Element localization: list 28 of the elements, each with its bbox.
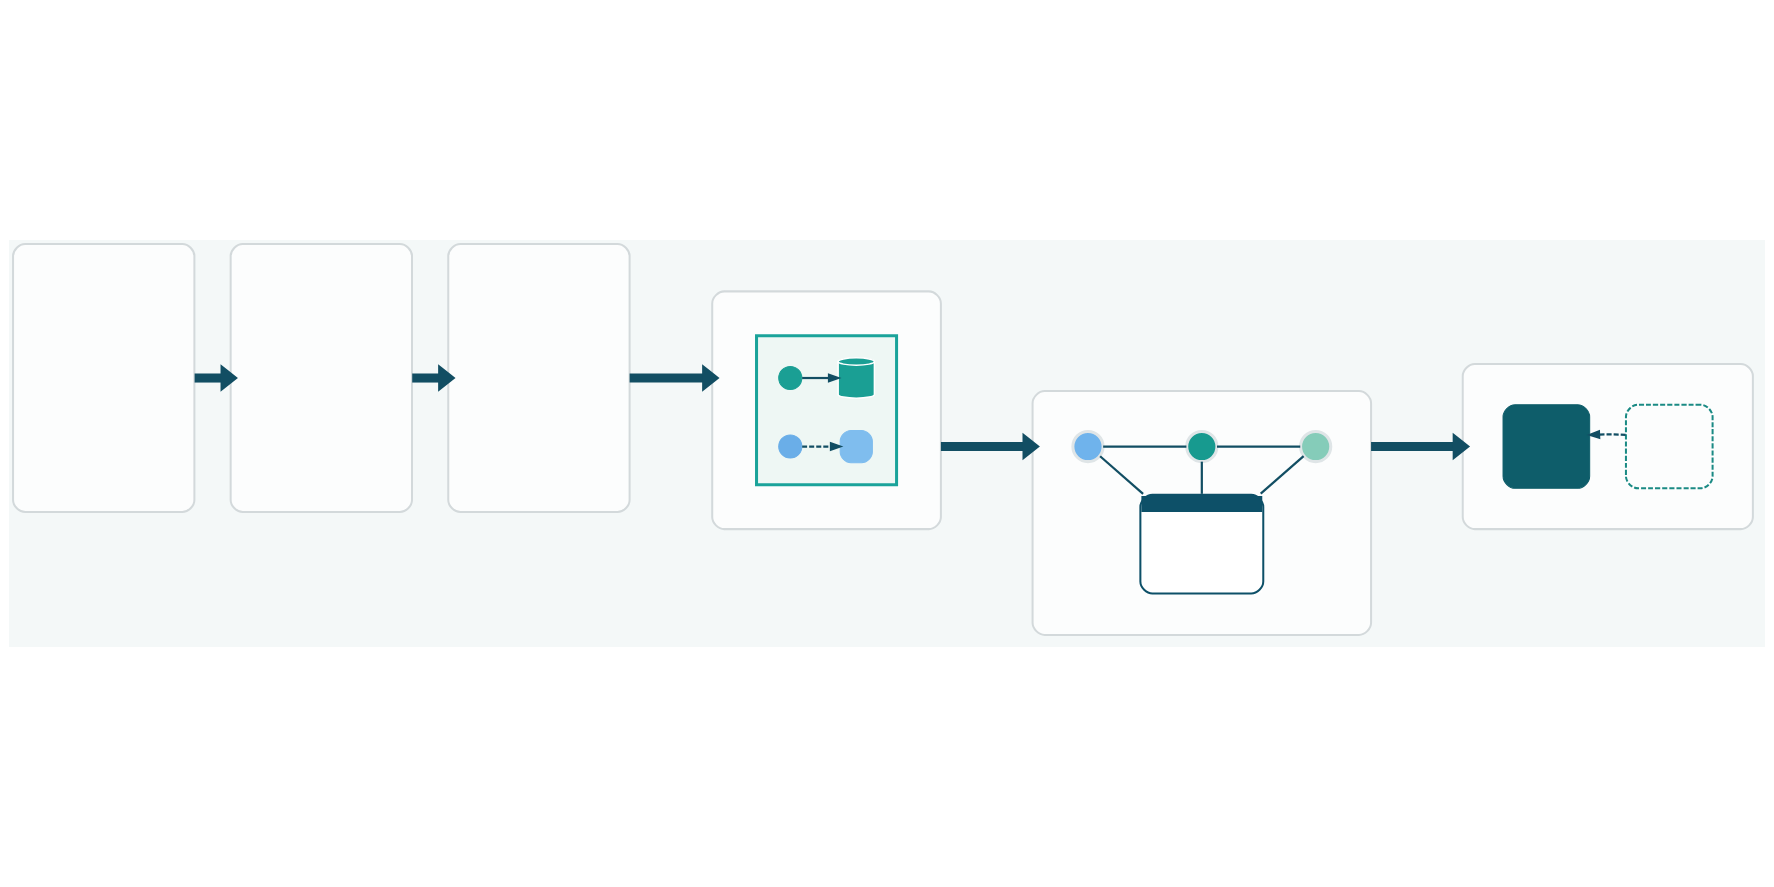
- node-box: [1502, 404, 1591, 489]
- node-box: [447, 243, 631, 513]
- node-circle: [1299, 429, 1333, 464]
- arrow: [802, 373, 842, 383]
- connector: [1259, 455, 1305, 495]
- arrow: [412, 364, 456, 392]
- arrow: [629, 364, 720, 392]
- connector: [1103, 445, 1187, 448]
- arrow: [940, 432, 1040, 461]
- node-box: [839, 429, 873, 464]
- arrow: [802, 441, 844, 452]
- node-box: [1624, 403, 1714, 490]
- connector: [1099, 455, 1144, 495]
- arrow: [1371, 432, 1471, 461]
- node-box: [229, 243, 413, 513]
- node-circle: [1185, 429, 1219, 464]
- node-circle: [778, 365, 803, 391]
- cluster: [1461, 362, 1754, 531]
- node-circle: [1071, 429, 1105, 464]
- connector: [1200, 461, 1203, 494]
- cluster: [755, 334, 899, 487]
- node-circle: [778, 434, 803, 459]
- arrow: [1586, 429, 1626, 440]
- connector: [1217, 445, 1301, 448]
- node-box: [12, 243, 196, 513]
- cluster: [711, 290, 942, 531]
- cluster: [1031, 390, 1373, 636]
- arrow: [194, 364, 238, 392]
